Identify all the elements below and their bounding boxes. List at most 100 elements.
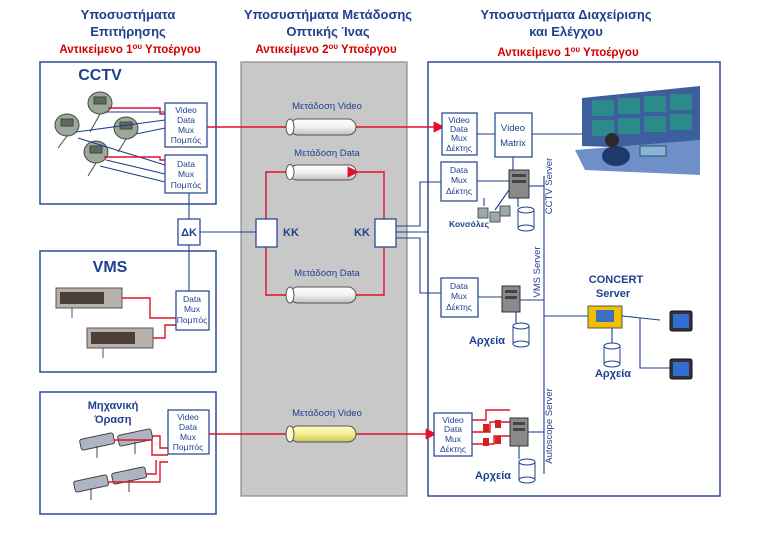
- vms-wires: [122, 297, 176, 339]
- cctv-camera-wires-red: [104, 107, 165, 161]
- console-icons: [477, 205, 511, 223]
- vms-title: VMS: [93, 259, 128, 276]
- traffic-camera-icons: [73, 428, 154, 500]
- mux-label-data: Data: [444, 424, 462, 434]
- video-matrix: [494, 112, 533, 158]
- mux-label-mux: Mux: [445, 434, 462, 444]
- dome-camera-icon: [87, 91, 113, 133]
- camera-icon: [117, 428, 154, 454]
- vms-server-icon: [501, 285, 521, 313]
- right-subheader: Αντικείμενο 1ου Υποέργου: [497, 45, 639, 60]
- concert-server-icon: [587, 305, 623, 329]
- kk-node-right: [374, 218, 397, 248]
- mux-label-mux: Mux: [451, 133, 468, 143]
- left-header-line1: Υποσυστήματα: [81, 7, 176, 22]
- monitor-icon: [669, 358, 693, 380]
- left-subheader: Αντικείμενο 1ου Υποέργου: [59, 42, 201, 57]
- mux-label-data: Data: [450, 124, 468, 134]
- mux-label-data: Data: [179, 422, 197, 432]
- vms-mux-transmitter: [175, 290, 210, 331]
- video-card-icons: [483, 420, 501, 446]
- mux-label-transmitter: Πομπός: [177, 315, 207, 325]
- right-header-line2: και Ελέγχου: [529, 24, 603, 39]
- data-bottom-link-in: [265, 245, 290, 296]
- concert-archives-label: Αρχεία: [595, 368, 631, 380]
- mux-label-mux: Mux: [178, 169, 195, 179]
- database-icon: [517, 206, 535, 232]
- mux-label-transmitter: Πομπός: [173, 442, 203, 452]
- mux-label-mux: Mux: [184, 304, 201, 314]
- autoscope-server-icon: [509, 417, 529, 447]
- console-links: [483, 189, 510, 211]
- mux-label-transmitter: Πομπός: [171, 135, 201, 145]
- mux-label-video: Video: [175, 105, 197, 115]
- database-icon: [603, 342, 621, 368]
- mux-label-receiver: Δέκτης: [446, 302, 472, 312]
- mux-label-data: Data: [183, 294, 201, 304]
- database-icon: [512, 322, 530, 348]
- data-top-link-in: [265, 171, 290, 219]
- consoles-label: Κονσόλες: [449, 219, 490, 229]
- video-bottom-link-label: Μετάδοση Video: [292, 408, 362, 419]
- vms-sign-icon: [86, 327, 154, 358]
- video-matrix-label-1: Video: [501, 123, 525, 134]
- cctv-camera-wires: [75, 111, 166, 183]
- vms-server-label: VMS Server: [532, 246, 543, 297]
- camera-icon: [111, 466, 148, 492]
- kk-node-left: [255, 218, 278, 248]
- data-bottom-link-out: [356, 245, 385, 296]
- autoscope-archives-label: Αρχεία: [475, 470, 511, 482]
- machine-vision-wires: [108, 435, 168, 483]
- concert-label-1: CONCERT: [589, 274, 644, 286]
- video-bottom-fiber-cylinder: [289, 425, 357, 443]
- mux-label-mux: Mux: [180, 432, 197, 442]
- mux-label-receiver: Δέκτης: [446, 186, 472, 196]
- mux-label-mux: Mux: [451, 291, 468, 301]
- mux-label-data: Data: [177, 159, 195, 169]
- cctv-title: CCTV: [78, 67, 122, 84]
- kk-right-label: ΚΚ: [354, 227, 370, 239]
- video-matrix-label-2: Matrix: [500, 138, 526, 149]
- middle-header-line2: Οπτικής Ίνας: [286, 24, 369, 39]
- mux-label-receiver: Δέκτης: [440, 444, 466, 454]
- cctv-server-label: CCTV Server: [544, 158, 555, 214]
- mux-label-mux: Mux: [178, 125, 195, 135]
- left-header-line2: Επιτήρησης: [90, 24, 166, 39]
- vms-sign-icon: [55, 287, 123, 318]
- cctv-camera-icons: [54, 91, 139, 177]
- database-icon: [518, 458, 536, 484]
- dome-camera-icon: [54, 113, 80, 149]
- cctv-server-icon: [508, 169, 530, 199]
- mux-label-data: Data: [177, 115, 195, 125]
- mux-label-data: Data: [450, 281, 468, 291]
- middle-subheader: Αντικείμενο 2ου Υποέργου: [255, 42, 397, 57]
- mux-label-receiver: Δέκτης: [446, 143, 472, 153]
- dome-camera-icon: [83, 140, 109, 177]
- mux-label-video: Video: [177, 412, 199, 422]
- mux-label-transmitter: Πομπός: [171, 180, 201, 190]
- kk-to-receivers-links: [396, 181, 441, 294]
- control-room-illustration: [575, 86, 700, 175]
- video-receiver-autoscope: [433, 412, 473, 457]
- cctv-mux-transmitter-1: [164, 102, 208, 148]
- camera-icon: [73, 474, 110, 500]
- autoscope-server-label: Autoscope Server: [544, 388, 555, 464]
- camera-icon: [79, 432, 116, 458]
- cctv-mux-transmitter-2: [164, 154, 208, 194]
- machine-vision-mux-transmitter: [167, 409, 210, 455]
- right-header-line1: Υποσυστήματα Διαχείρισης: [480, 7, 652, 22]
- dk-label: ΔΚ: [181, 227, 197, 239]
- data-top-link-label: Μετάδοση Data: [294, 148, 360, 159]
- monitor-icon: [669, 310, 693, 332]
- data-top-fiber-cylinder: [289, 164, 357, 181]
- kk-left-label: ΚΚ: [283, 227, 299, 239]
- machine-vision-title-line1: Μηχανική: [88, 400, 139, 412]
- mux-label-data: Data: [450, 165, 468, 175]
- concert-label-2: Server: [596, 288, 631, 300]
- data-bottom-link-label: Μετάδοση Data: [294, 268, 360, 279]
- mux-label-video: Video: [448, 115, 470, 125]
- machine-vision-title-line2: Όραση: [94, 414, 132, 426]
- middle-header-line1: Υποσυστήματα Μετάδοσης: [244, 7, 412, 22]
